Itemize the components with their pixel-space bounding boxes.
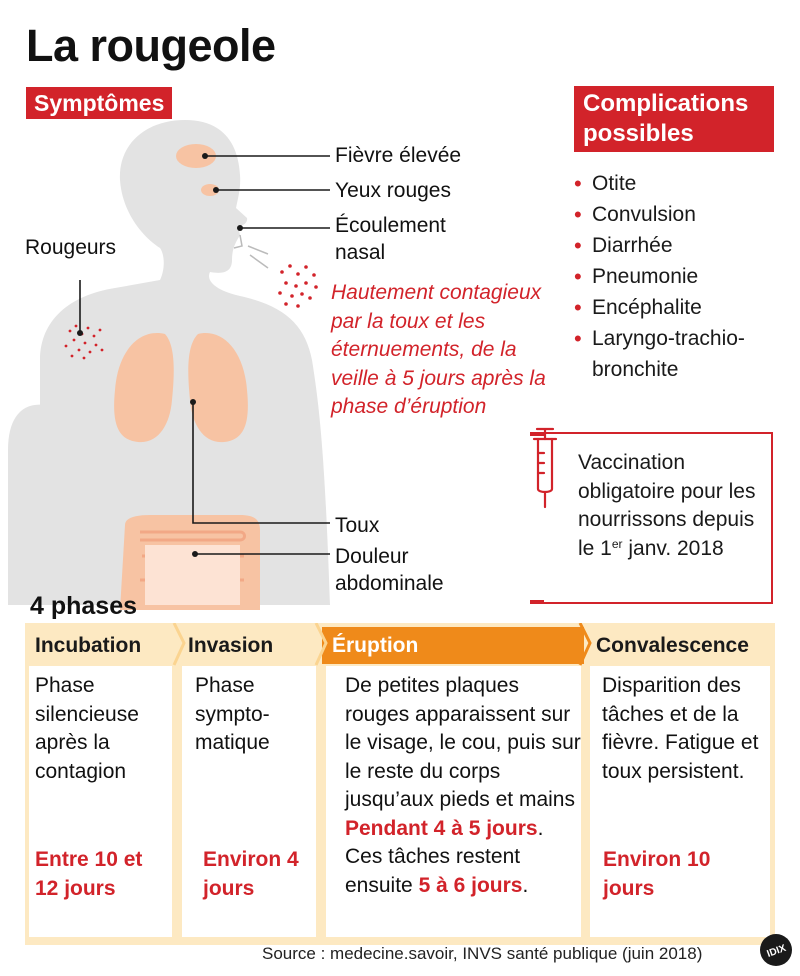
symptoms-tag: Symptômes — [26, 87, 173, 119]
incubation-duration: Entre 10 et 12 jours — [35, 848, 143, 900]
eruption-duration: Pendant 4 à 5 jours — [345, 816, 538, 840]
cough-label: Toux — [335, 514, 380, 537]
red-eyes-label: Yeux rouges — [335, 179, 451, 202]
phase-card-invasion — [182, 666, 316, 937]
complication-item: •Pneumonie — [574, 261, 794, 292]
forehead-marker — [176, 144, 216, 168]
phase-arrow — [578, 623, 592, 666]
phase-arrow — [172, 623, 186, 666]
phase-header-convalescence: Convalescence — [596, 634, 749, 657]
invasion-duration: Environ 4 jours — [203, 848, 299, 900]
body-illustration — [8, 120, 330, 610]
complication-item: •Otite — [574, 168, 794, 199]
phase-arrow — [314, 623, 328, 666]
vaccination-box — [530, 432, 773, 604]
phase-header-eruption: Éruption — [322, 627, 584, 664]
sneeze-dots — [278, 264, 318, 308]
phase-header-incubation: Incubation — [35, 634, 142, 657]
syringe-icon — [532, 427, 558, 509]
convalescence-duration: Environ 10 jours — [603, 848, 711, 900]
complication-item: •Convulsion — [574, 199, 794, 230]
contagion-note: Hautement contagieux par la toux et les … — [331, 281, 546, 418]
bullet-icon: • — [574, 233, 582, 258]
phases-title: 4 phases — [30, 592, 138, 620]
vaccination-text: Vaccination obligatoire pour les nourris… — [578, 451, 756, 560]
bullet-icon: • — [574, 295, 582, 320]
bullet-icon: • — [574, 202, 582, 227]
eruption-description: De petites plaques rouges apparaissent s… — [345, 674, 581, 897]
page-title: La rougeole — [26, 20, 276, 71]
lung-left — [114, 333, 174, 443]
abdominal-pain-label: Douleur abdominale — [335, 545, 444, 595]
complication-item: •Laryngo-trachio-bronchite — [574, 323, 774, 385]
complication-item: •Encéphalite — [574, 292, 794, 323]
convalescence-description: Disparition des tâches et de la fièvre. … — [602, 674, 759, 783]
nasal-discharge-label: Écoulement nasal — [335, 214, 446, 264]
phase-header-invasion: Invasion — [188, 634, 274, 657]
phase-card-eruption — [326, 666, 581, 937]
fever-label: Fièvre élevée — [335, 144, 462, 167]
body-silhouette-main — [40, 120, 330, 605]
source-note: Source : medecine.savoir, INVS santé pub… — [262, 944, 703, 963]
eye-marker — [201, 184, 219, 196]
bullet-icon: • — [574, 264, 582, 289]
redness-label: Rougeurs — [25, 236, 117, 259]
bullet-icon: • — [574, 326, 582, 351]
lung-right — [188, 333, 248, 443]
idix-logo: IDIX — [760, 934, 792, 966]
bullet-icon: • — [574, 171, 582, 196]
eruption-persist-duration: 5 à 6 jours — [418, 873, 523, 897]
complication-item: •Diarrhée — [574, 230, 794, 261]
invasion-description: Phase sympto-matique — [195, 674, 270, 754]
phase-card-incubation — [29, 666, 172, 937]
complications-list: •Otite •Convulsion •Diarrhée •Pneumonie … — [574, 168, 794, 385]
incubation-description: Phase silencieuse après la contagion — [35, 674, 139, 783]
phase-card-convalescence — [590, 666, 770, 937]
complications-tag: Complications possibles — [574, 86, 774, 152]
